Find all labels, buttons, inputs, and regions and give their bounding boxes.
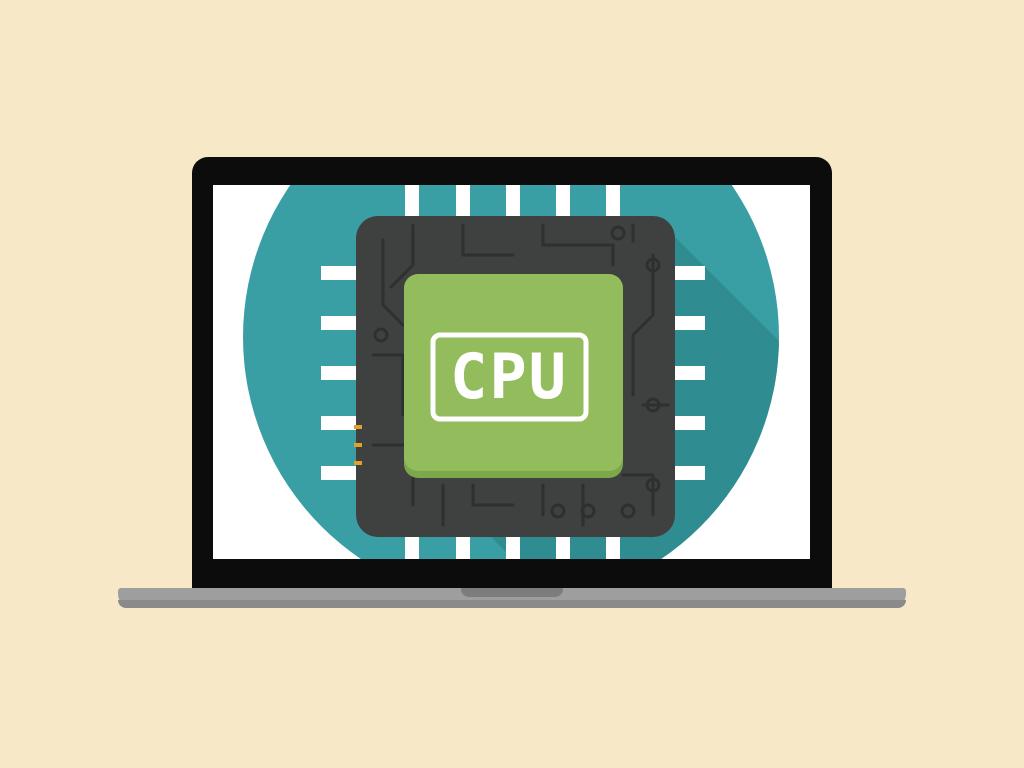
cpu-label: CPU [450, 340, 568, 413]
cpu-label-frame [430, 332, 589, 422]
top-pins [405, 185, 620, 219]
circuit-traces [371, 223, 670, 527]
trace-nodes [373, 225, 661, 519]
chip-core [404, 274, 623, 471]
left-pins [321, 266, 361, 480]
laptop-screen: CPU [213, 185, 810, 559]
accent-pins [354, 425, 362, 465]
cpu-chip-icon: CPU [243, 185, 779, 559]
laptop-base-shadow [118, 600, 906, 608]
laptop-notch [461, 588, 563, 597]
